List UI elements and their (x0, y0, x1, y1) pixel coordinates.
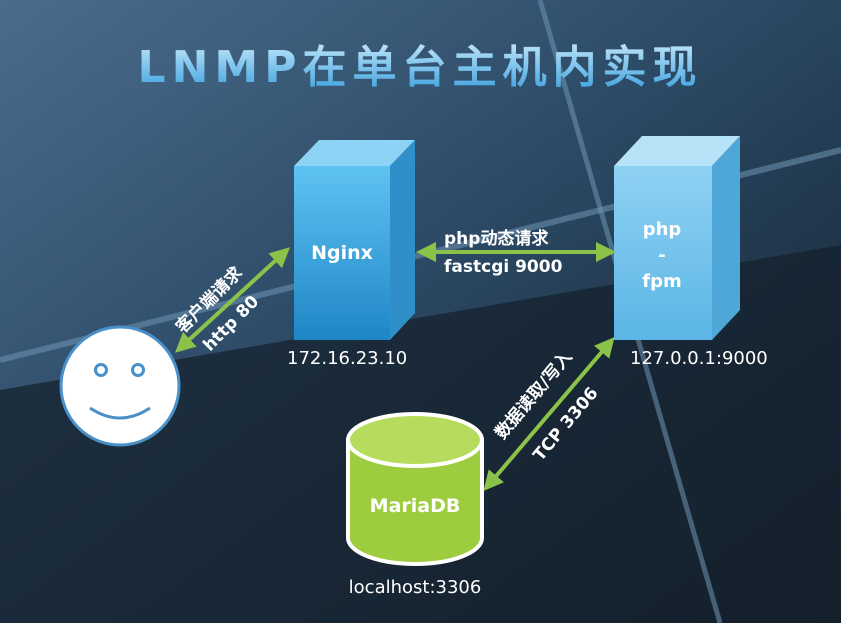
php-fpm-address: 127.0.0.1:9000 (630, 348, 768, 369)
mariadb-label: MariaDB (370, 495, 461, 517)
php-fpm-label-line3: fpm (642, 271, 681, 292)
arrow-client-nginx (175, 247, 290, 353)
nginx-server-box: Nginx (294, 140, 415, 340)
php-fpm-label-line2: - (658, 245, 665, 266)
arrow-php-db (483, 336, 615, 492)
edge-label-fastcgi-9000: fastcgi 9000 (444, 257, 563, 277)
php-fpm-label-line1: php (643, 219, 682, 240)
edge-label-php-dynamic-request: php动态请求 (444, 228, 548, 249)
php-fpm-server-box: php - fpm (614, 136, 740, 340)
nginx-label: Nginx (311, 242, 373, 264)
nginx-address: 172.16.23.10 (287, 348, 407, 369)
page-title: LNMP在单台主机内实现 (138, 42, 703, 93)
smiley-face-icon (59, 325, 181, 447)
mariadb-address: localhost:3306 (349, 577, 482, 598)
mariadb-database-cylinder: MariaDB (346, 412, 484, 566)
